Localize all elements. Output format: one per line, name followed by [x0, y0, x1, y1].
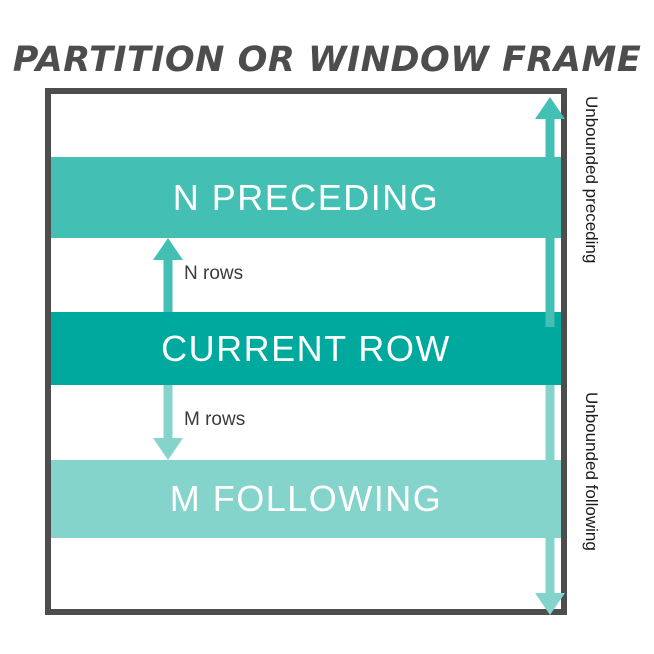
n-rows-arrow-icon [153, 238, 183, 312]
arrow-head-down-icon [535, 593, 565, 615]
m-rows-arrow-icon [153, 385, 183, 460]
diagram-title: PARTITION OR WINDOW FRAME [12, 40, 642, 80]
arrow-head-up-icon [153, 238, 183, 260]
label-n-rows: N rows [184, 263, 244, 284]
arrow-shaft [163, 254, 173, 312]
arrow-head-up-icon [535, 97, 565, 119]
arrow-shaft [163, 385, 173, 444]
frame-inner-area: N PRECEDING CURRENT ROW M FOLLOWING N ro… [51, 94, 565, 615]
band-m-following: M FOLLOWING [51, 460, 561, 538]
band-n-preceding: N PRECEDING [51, 157, 561, 238]
label-unbounded-following: Unbounded following [582, 392, 601, 551]
label-unbounded-preceding: Unbounded preceding [582, 96, 601, 264]
label-m-rows: M rows [184, 409, 246, 430]
band-current-row: CURRENT ROW [51, 312, 561, 385]
partition-frame-box: N PRECEDING CURRENT ROW M FOLLOWING N ro… [45, 88, 567, 615]
arrow-head-down-icon [153, 438, 183, 460]
